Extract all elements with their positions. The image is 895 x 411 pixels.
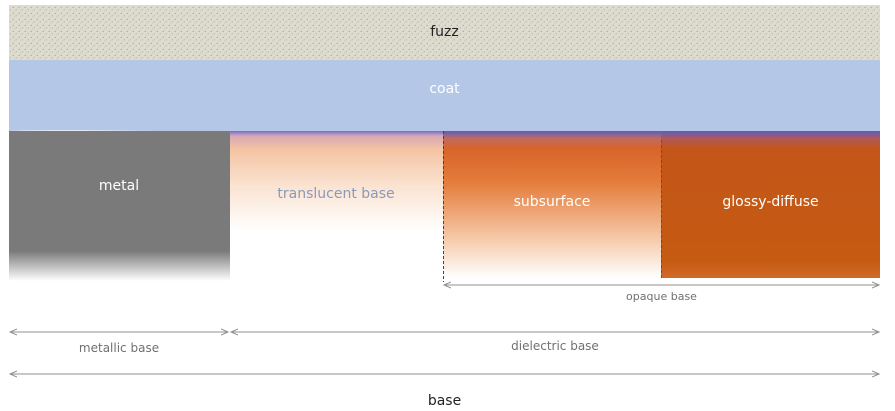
base-label: base [427, 393, 462, 409]
metallic-base-label: metallic base [78, 341, 160, 355]
subsurface-label: subsurface [513, 194, 591, 210]
dielectric-base-label: dielectric base [511, 339, 599, 353]
metal-label: metal [98, 178, 140, 194]
metal-block [9, 131, 230, 281]
translucent-base-label: translucent base [277, 186, 395, 202]
coat-layer [9, 60, 880, 133]
fuzz-layer [9, 5, 880, 61]
opaque-base-label: opaque base [626, 290, 697, 303]
glossy-diffuse-label: glossy-diffuse [722, 194, 819, 210]
translucent-block [230, 131, 443, 231]
fuzz-label: fuzz [430, 24, 459, 40]
subsurface-block [443, 131, 661, 278]
glossy-diffuse-block [661, 131, 880, 278]
coat-label: coat [429, 81, 460, 97]
